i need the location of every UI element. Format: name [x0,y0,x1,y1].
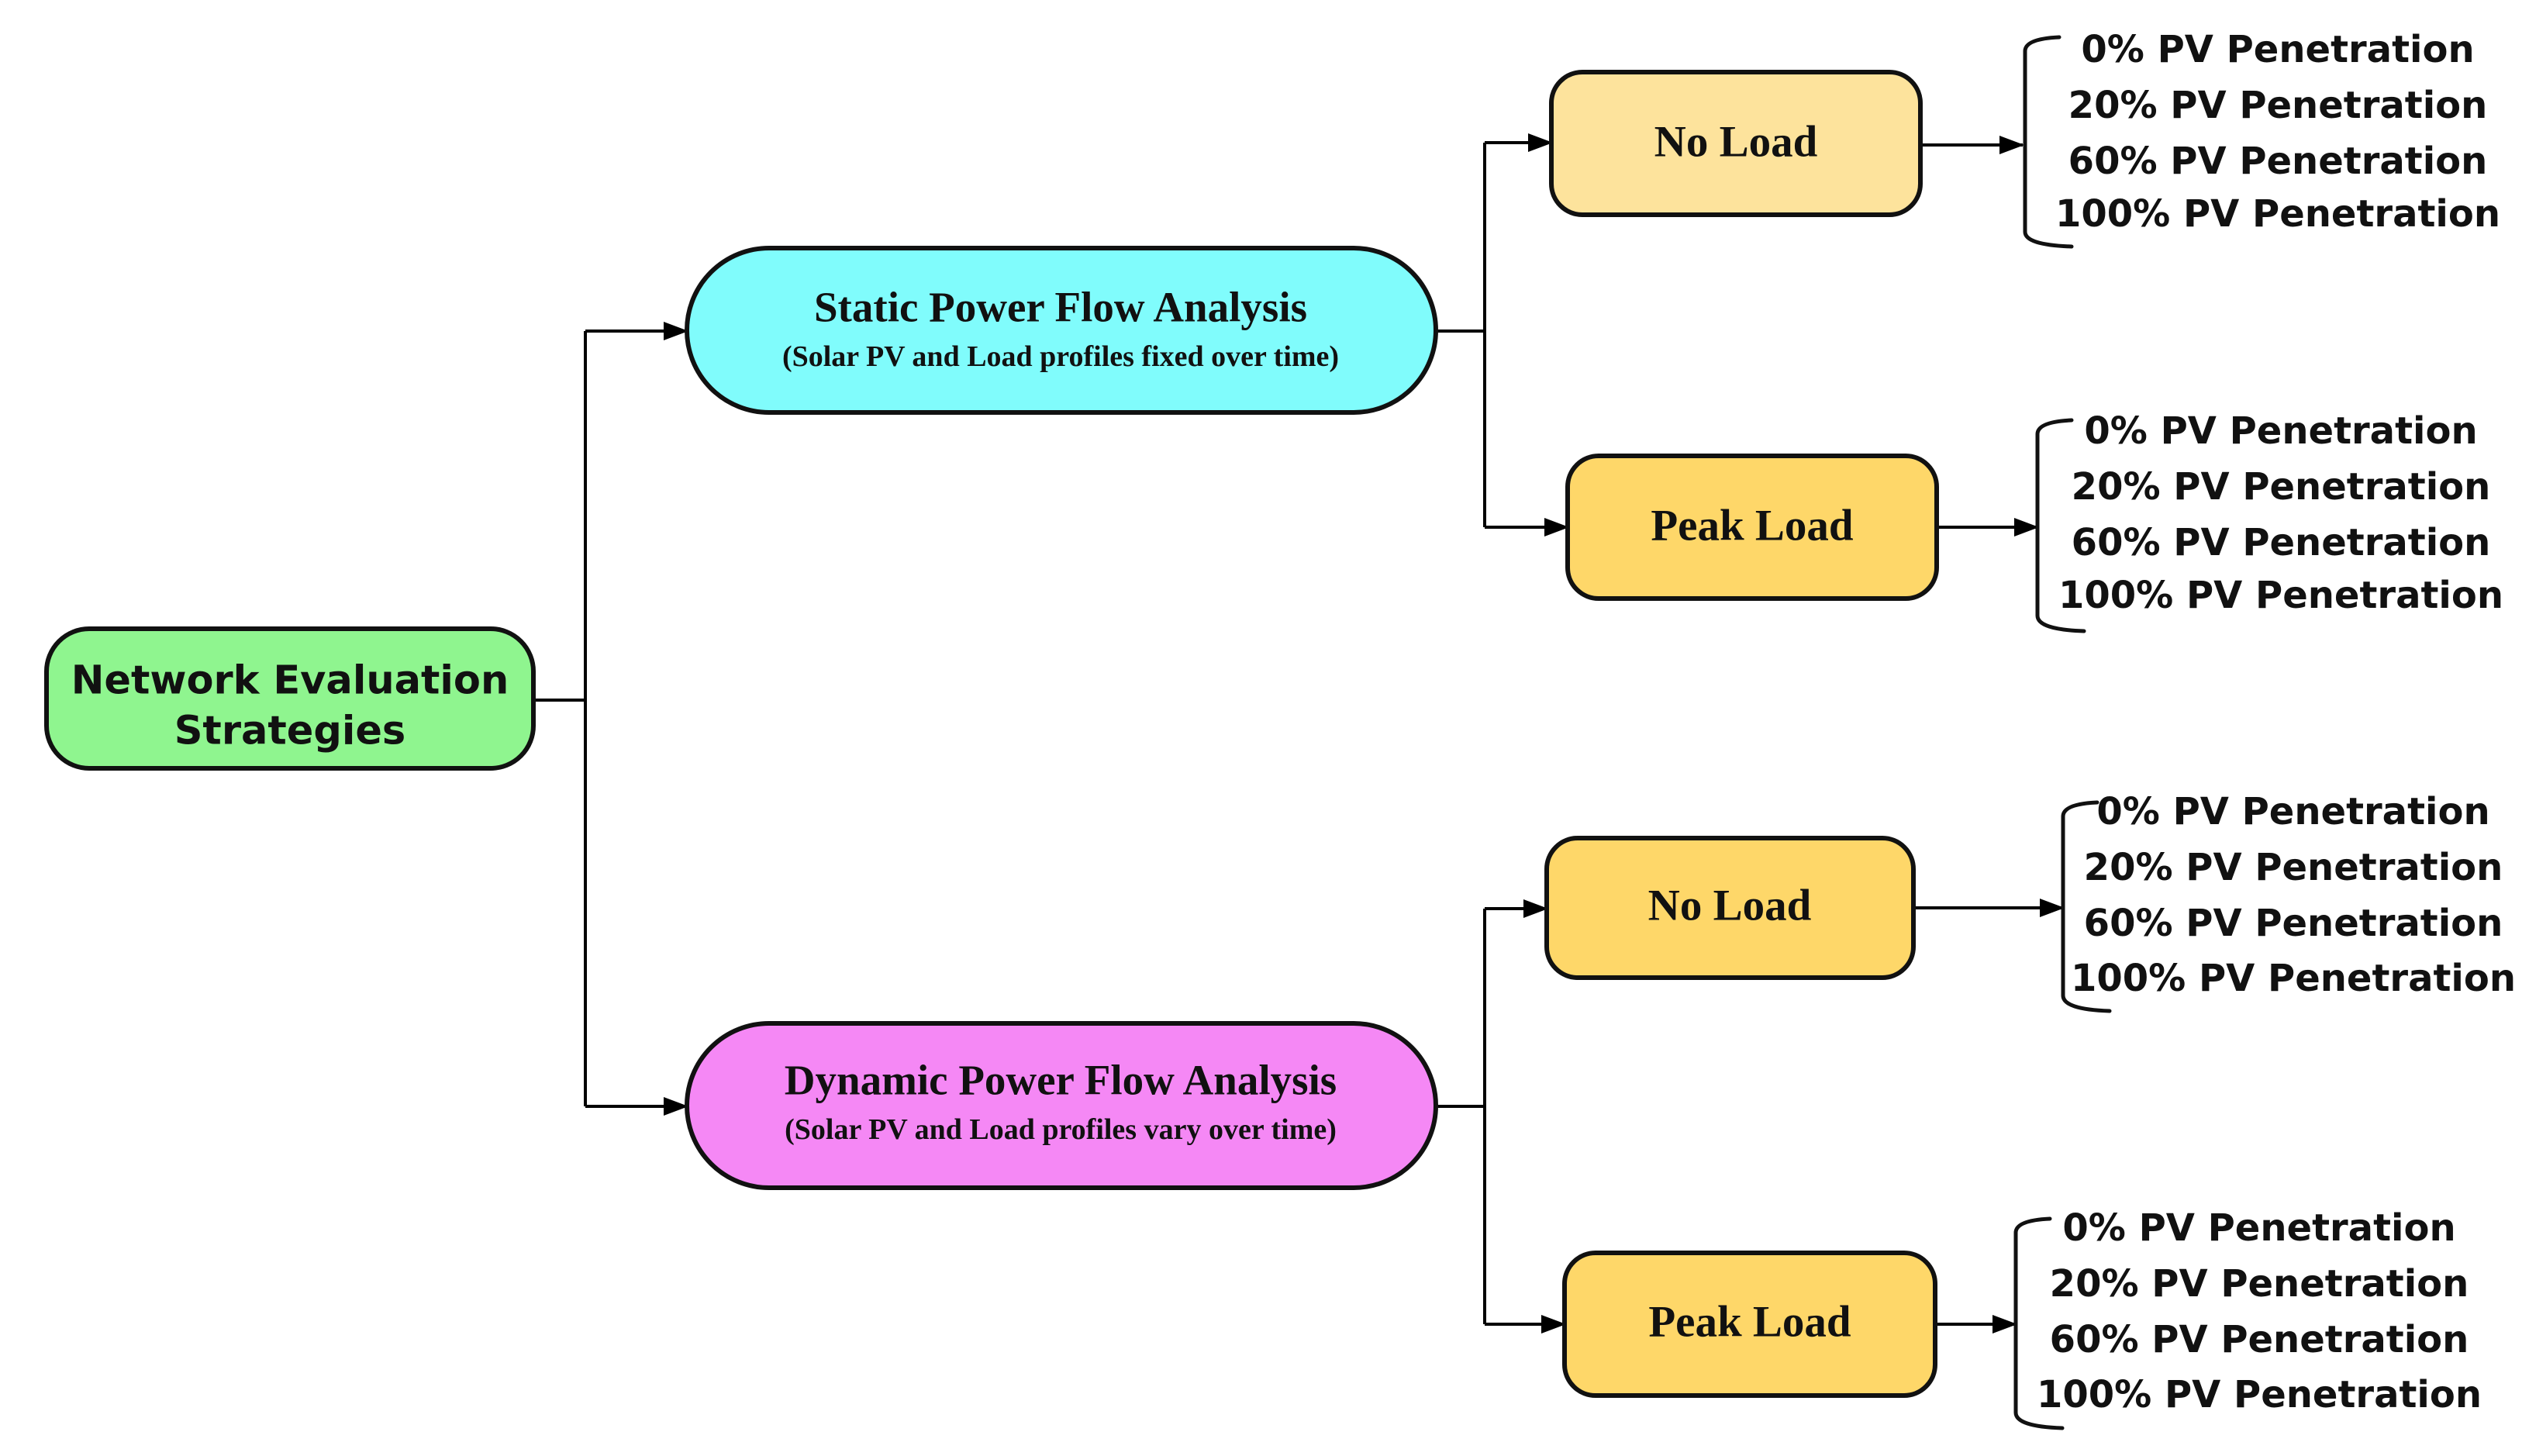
penetration-item: 100% PV Penetration [2071,957,2516,1000]
penetration-item: 20% PV Penetration [2084,846,2503,889]
penetration-item: 0% PV Penetration [2084,409,2477,453]
static-analysis-subtitle: (Solar PV and Load profiles fixed over t… [782,340,1339,373]
static-no-load-penetration-list: 0% PV Penetration 20% PV Penetration 60%… [2055,28,2500,236]
penetration-item: 60% PV Penetration [2084,902,2503,945]
dynamic-no-load-node: No Load [1544,836,1916,980]
connectors [533,133,2065,1334]
static-peak-load-penetration-list: 0% PV Penetration 20% PV Penetration 60%… [2058,409,2503,617]
root-label-line-2: Strategies [174,709,406,754]
penetration-item: 60% PV Penetration [2050,1318,2469,1361]
static-analysis-title: Static Power Flow Analysis [814,284,1307,331]
dynamic-peak-load-label: Peak Load [1648,1298,1851,1347]
penetration-item: 0% PV Penetration [2062,1206,2455,1250]
static-peak-load-brace [2035,418,2086,633]
root-label-line-1: Network Evaluation [71,658,509,704]
dynamic-peak-load-brace [2013,1216,2065,1430]
penetration-item: 60% PV Penetration [2072,521,2491,564]
static-peak-load-label: Peak Load [1651,502,1854,550]
penetration-item: 20% PV Penetration [2050,1262,2469,1306]
penetration-item: 0% PV Penetration [2081,28,2474,71]
static-no-load-label: No Load [1654,118,1818,167]
dynamic-no-load-brace [2061,800,2112,1013]
static-analysis-node: Static Power Flow Analysis (Solar PV and… [685,246,1438,415]
static-peak-load-node: Peak Load [1565,454,1939,601]
dynamic-peak-load-penetration-list: 0% PV Penetration 20% PV Penetration 60%… [2037,1206,2482,1416]
penetration-item: 100% PV Penetration [2058,574,2503,617]
dynamic-no-load-box [1544,836,1916,980]
penetration-item: 20% PV Penetration [2068,84,2488,127]
static-no-load-box [1549,70,1923,217]
dynamic-analysis-title: Dynamic Power Flow Analysis [785,1057,1337,1104]
dynamic-analysis-box [685,1021,1438,1190]
dynamic-analysis-subtitle: (Solar PV and Load profiles vary over ti… [785,1113,1337,1146]
penetration-item: 60% PV Penetration [2068,140,2488,183]
penetration-item: 0% PV Penetration [2096,790,2489,833]
static-no-load-node: No Load [1549,70,1923,217]
root-box [44,626,536,771]
static-peak-load-box [1565,454,1939,601]
dynamic-no-load-label: No Load [1648,882,1812,930]
static-no-load-brace [2023,35,2074,249]
dynamic-peak-load-node: Peak Load [1562,1251,1937,1398]
static-analysis-box [685,246,1438,415]
penetration-item: 20% PV Penetration [2072,465,2491,509]
dynamic-analysis-node: Dynamic Power Flow Analysis (Solar PV an… [685,1021,1438,1190]
dynamic-no-load-penetration-list: 0% PV Penetration 20% PV Penetration 60%… [2071,790,2516,1000]
penetration-item: 100% PV Penetration [2055,192,2500,236]
dynamic-peak-load-box [1562,1251,1937,1398]
penetration-item: 100% PV Penetration [2037,1373,2482,1416]
root-node: Network Evaluation Strategies [44,626,536,771]
